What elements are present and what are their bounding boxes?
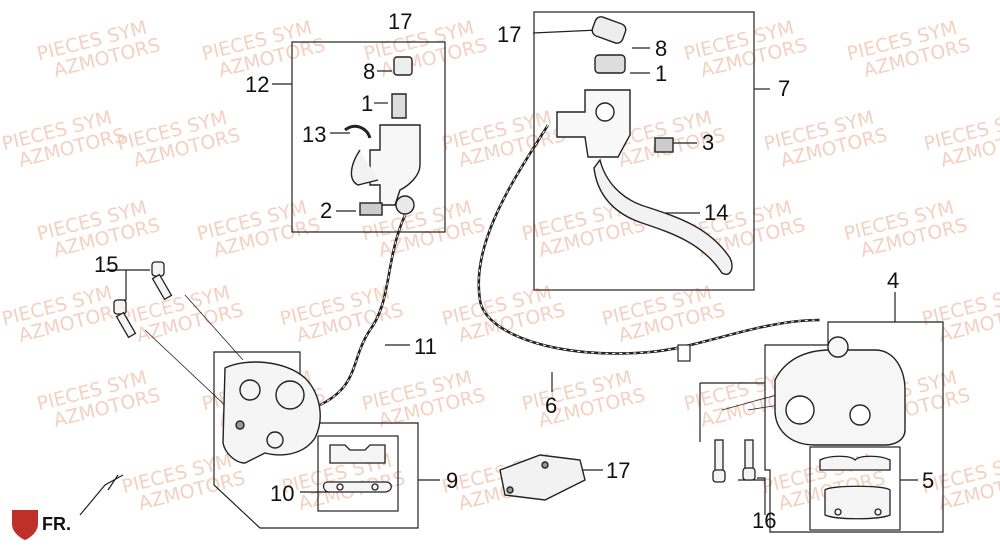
right-caliper — [774, 336, 906, 446]
bracket-17 — [499, 454, 586, 501]
brake-hose-6 — [477, 124, 821, 355]
pad-box-10 — [317, 435, 399, 512]
callout-17: 17 — [497, 22, 522, 47]
callout-1: 1 — [655, 61, 668, 86]
callout-12: 12 — [245, 72, 270, 97]
callout-8: 8 — [655, 36, 668, 61]
callout-4: 4 — [887, 268, 900, 293]
callout-14: 14 — [704, 200, 729, 225]
callout-1: 1 — [361, 91, 374, 116]
callout-13: 13 — [302, 122, 327, 147]
left-caliper — [222, 361, 321, 464]
front-direction-label: FR. — [42, 514, 71, 534]
callout-5: 5 — [922, 468, 935, 493]
callout-11: 11 — [414, 334, 437, 359]
group-box-4 — [764, 321, 944, 533]
brake-pads-10 — [322, 444, 392, 493]
front-direction-arrow — [79, 474, 124, 516]
brake-hose-11 — [319, 214, 407, 407]
group-box-7 — [533, 11, 755, 291]
callout-17: 17 — [388, 9, 413, 34]
callout-16: 16 — [752, 508, 777, 533]
callout-3: 3 — [702, 130, 715, 155]
left-master-cylinder — [344, 56, 421, 216]
callout-15: 15 — [94, 252, 119, 277]
azmotors-logo — [12, 510, 38, 540]
bolts-16 — [712, 439, 756, 483]
group-box-9 — [213, 351, 419, 529]
callout-6: 6 — [545, 393, 558, 418]
callout-8: 8 — [363, 59, 376, 84]
pad-box-5 — [809, 446, 901, 531]
callout-9: 9 — [446, 468, 459, 493]
brake-pads-5 — [819, 455, 891, 520]
callout-2: 2 — [320, 198, 333, 223]
bolts-15 — [113, 261, 173, 339]
callout-10: 10 — [270, 481, 295, 506]
group-box-12 — [291, 41, 446, 233]
callout-17: 17 — [606, 458, 631, 483]
right-master-cylinder — [556, 16, 733, 275]
callout-7: 7 — [778, 76, 791, 101]
